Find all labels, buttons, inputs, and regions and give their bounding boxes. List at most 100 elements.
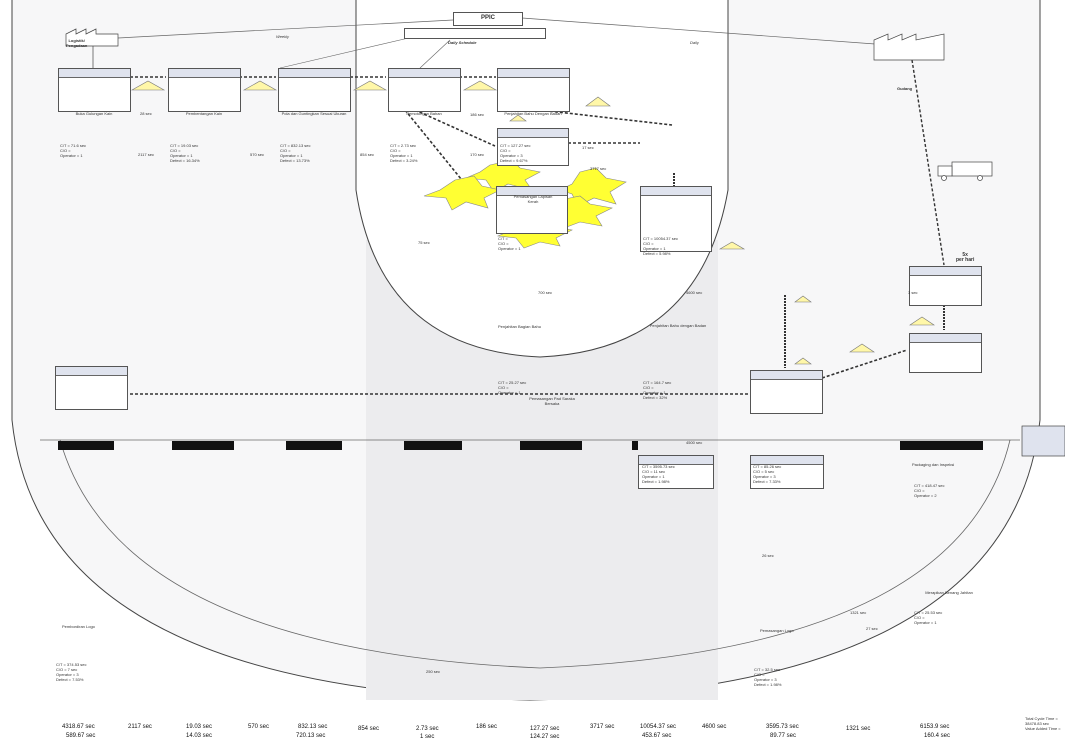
process-name-7: Pemasangan Lapisan Kerah <box>513 194 553 204</box>
inventory-time-13: 700 sec <box>538 290 553 295</box>
process-box-8 <box>640 186 712 252</box>
timeline-upper-2: 2117 sec <box>128 724 152 730</box>
timeline-lower-1: 589.67 sec <box>66 733 96 739</box>
frequency-label: 5x per hari <box>956 252 975 263</box>
inner-boundary-arc <box>355 0 729 358</box>
timeline-upper-5: 832.13 sec <box>298 724 328 730</box>
process-name-14: Merapikan Benang Jahitan <box>925 590 973 595</box>
process-box-3 <box>278 68 351 112</box>
shipping-line <box>911 59 945 266</box>
inventory-time-16: 26 sec <box>762 553 774 558</box>
process-box-4 <box>388 68 461 112</box>
truck-icon <box>937 161 993 181</box>
timeline-lower-5: 720.13 sec <box>296 733 326 739</box>
process-name-15: Pembordiran Logo <box>62 624 95 629</box>
timeline-upper-10: 3717 sec <box>590 724 615 730</box>
daily-schedule-box <box>404 28 546 39</box>
process-box-5 <box>497 68 570 112</box>
timeline-upper-8: 186 sec <box>476 724 498 730</box>
process-name-17: Penjahitan Bagian Bahu <box>498 324 541 329</box>
process-name-5: Penjahitan Bahu Dengan Badan <box>504 111 562 116</box>
inventory-time-4: 854 sec <box>360 152 375 157</box>
info-line-ppic-customer <box>521 17 876 45</box>
inventory-time-3: 570 sec <box>250 152 265 157</box>
timeline-upper-4: 570 sec <box>248 724 270 730</box>
weekly-label: Weekly <box>276 34 290 39</box>
timeline-lower-15: 160.4 sec <box>924 733 951 739</box>
timeline-lower-11: 453.67 sec <box>642 733 672 739</box>
gudang-label: Gudang <box>897 86 913 91</box>
timeline-summary: Total Cycle Time = 38478.83 sec Value Ad… <box>1025 716 1061 731</box>
process-data-16: C/T = 32.5 sec C/O = Operator = 3 Defect… <box>754 667 782 687</box>
timeline-upper-1: 4318.67 sec <box>62 724 95 730</box>
timeline-lower-3: 14.03 sec <box>186 733 213 739</box>
process-data-10: C/T = 164.7 sec C/O = Operator = 1 Defec… <box>643 380 672 400</box>
info-line-ppic-supplier <box>117 19 454 39</box>
timeline-lower-13: 89.77 sec <box>770 733 797 739</box>
process-data-8: C/T = 10054.37 sec C/O = Operator = 1 De… <box>643 236 678 256</box>
timeline-upper-6: 854 sec <box>358 726 380 732</box>
timeline-upper-9: 127.27 sec <box>530 726 560 732</box>
process-name-2: Pembentangan Kain <box>185 111 223 116</box>
lower-arc-line <box>59 439 1011 669</box>
timeline-upper-7: 2.73 sec <box>416 726 439 732</box>
process-box-2 <box>168 68 241 112</box>
process-name-4: Pemotongan Bahan <box>406 111 442 116</box>
inventory-time-8: 3717 sec <box>590 166 607 171</box>
inventory-time-1: 28 sec <box>140 111 152 116</box>
push-arrows-top <box>130 76 908 395</box>
timeline-upper-13: 3595.73 sec <box>766 724 799 730</box>
process-box-7 <box>496 186 568 234</box>
supplier-factory-icon <box>65 28 119 47</box>
inventory-time-5: 186 sec <box>470 112 485 117</box>
timeline-upper-15: 6153.9 sec <box>920 724 950 730</box>
process-data-7: C/T = C/O = Operator = 1 <box>498 236 521 251</box>
process-data-6: C/T = 127.27 sec C/O = Operator = 3 Defe… <box>500 143 531 163</box>
process-data-13: C/T = 418.47 sec C/O = Operator = 2 <box>914 483 945 498</box>
process-data-11: C/T = 3595.73 sec C/O = 11 sec Operator … <box>642 464 675 484</box>
process-data-9: C/T = 25.27 sec C/O = Operator = 1 <box>498 380 527 395</box>
process-name-16: Pemasangan Logo <box>760 628 794 633</box>
ppic-label: PPIC <box>480 15 495 21</box>
supplier-label: Logistik/ Pengadaan <box>66 38 88 48</box>
inventory-time-12: 75 sec <box>418 240 430 245</box>
inventory-time-17: 250 sec <box>426 669 441 674</box>
process-data-4: C/T = 2.73 sec C/O = Operator = 1 Defect… <box>390 143 418 163</box>
process-box-6 <box>497 128 569 166</box>
inventory-time-14: 3 sec <box>908 290 918 295</box>
process-data-14: C/T = 25.53 sec C/O = Operator = 1 <box>914 610 943 625</box>
process-data-1: C/T = 71.6 sec C/O = Operator = 1 <box>60 143 87 158</box>
process-box-11 <box>55 366 128 410</box>
process-box-13 <box>638 455 714 489</box>
process-box-14 <box>750 455 824 489</box>
timeline-upper-3: 19.03 sec <box>186 724 213 730</box>
timeline-upper-12: 4600 sec <box>702 724 727 730</box>
inventory-time-2: 2117 sec <box>138 152 154 157</box>
inventory-time-6: 170 sec <box>470 152 485 157</box>
process-box-9 <box>909 266 982 306</box>
info-line-schedule-2 <box>419 39 451 69</box>
inventory-time-9: 4600 sec <box>686 290 703 295</box>
process-name-18: Penjahitan Bahu dengan Badan <box>649 323 707 328</box>
inventory-time-15: 4500 sec <box>686 440 703 445</box>
inventory-time-11: 27 sec <box>866 626 878 631</box>
process-data-2: C/T = 19.03 sec C/O = Operator = 1 Defec… <box>170 143 200 163</box>
daily-schedule-label: Daily Schedule <box>448 40 477 45</box>
inventory-triangles <box>130 80 935 365</box>
process-data-15: C/T = 374.53 sec C/O = 7 sec Operator = … <box>56 662 87 682</box>
process-box-10 <box>909 333 982 373</box>
process-name-1: Buka Gulungan Kain <box>75 111 113 116</box>
timeline-lower-7: 1 sec <box>420 734 435 740</box>
process-data-12: C/T = 85.26 sec C/O = 5 sec Operator = 3… <box>753 464 782 484</box>
process-name-3: Pola dan Guntingkan Sesuai Ukuran <box>281 111 347 116</box>
timeline-bars <box>40 425 1065 457</box>
process-box-12 <box>750 370 823 414</box>
process-data-3: C/T = 832.13 sec C/O = Operator = 1 Defe… <box>280 143 311 163</box>
timeline-upper-11: 10054.37 sec <box>640 724 677 730</box>
customer-factory-icon <box>873 33 945 61</box>
inventory-time-10: 1321 sec <box>850 610 867 615</box>
process-name-13: Packaging dan Inspeksi <box>912 462 955 467</box>
timeline-upper-14: 1321 sec <box>846 726 871 732</box>
daily-label: Daily <box>690 40 699 45</box>
inventory-time-7: 17 sec <box>582 145 594 150</box>
